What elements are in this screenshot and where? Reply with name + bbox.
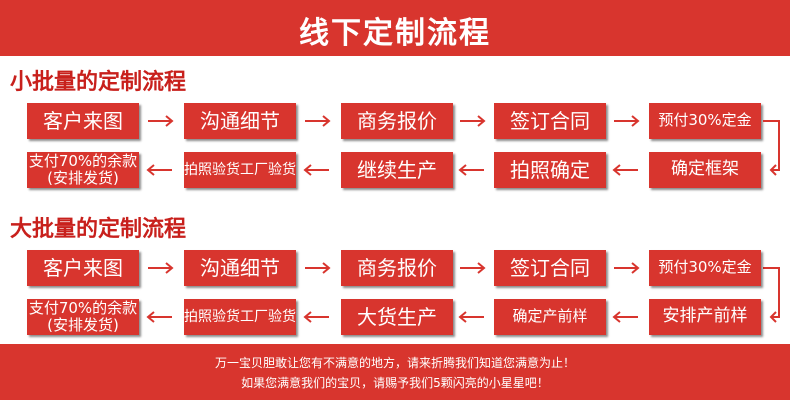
step-confirm-frame: 确定框架	[649, 152, 761, 188]
arrow-right-icon	[460, 115, 486, 127]
step-sign-contract: 签订合同	[494, 103, 606, 139]
footer-line-2: 如果您满意我们的宝贝，请赐予我们5颗闪亮的小星星吧！	[241, 376, 549, 390]
arrow-down-icon	[763, 267, 780, 323]
step-communicate-details: 沟通细节	[184, 103, 296, 139]
step-mass-production: 大货生产	[341, 299, 453, 335]
arrow-right-icon	[614, 115, 640, 127]
step-customer-drawing: 客户来图	[27, 103, 139, 139]
arrow-down-icon	[763, 120, 780, 176]
step-customer-drawing: 客户来图	[27, 250, 139, 286]
arrow-left-icon	[146, 164, 172, 176]
section-title-large-batch: 大批量的定制流程	[10, 217, 187, 242]
arrow-left-icon	[146, 311, 172, 323]
step-photo-inspection: 拍照验货工厂验货	[184, 152, 296, 188]
step-business-quote: 商务报价	[341, 103, 453, 139]
step-pay-balance-label: 支付70%的余款(安排发货)	[28, 298, 138, 334]
step-sign-contract: 签订合同	[494, 250, 606, 286]
arrow-right-icon	[460, 262, 486, 274]
step-communicate-details: 沟通细节	[184, 250, 296, 286]
header-banner: 线下定制流程	[0, 0, 790, 56]
arrow-left-icon	[612, 164, 638, 176]
arrow-right-icon	[148, 115, 174, 127]
step-photo-inspection-label: 拍照验货工厂验货	[184, 308, 296, 325]
step-business-quote: 商务报价	[341, 250, 453, 286]
step-photo-inspection-label: 拍照验货工厂验货	[184, 161, 296, 178]
arrow-left-icon	[612, 311, 638, 323]
step-photo-inspection: 拍照验货工厂验货	[184, 299, 296, 335]
step-pay-balance: 支付70%的余款(安排发货)	[27, 299, 139, 335]
step-arrange-pre-production-sample: 安排产前样	[649, 299, 761, 335]
arrow-right-icon	[305, 262, 331, 274]
arrow-right-icon	[148, 262, 174, 274]
arrow-right-icon	[614, 262, 640, 274]
page-title: 线下定制流程	[299, 16, 491, 51]
step-photo-confirm: 拍照确定	[494, 152, 606, 188]
step-pay-balance: 支付70%的余款(安排发货)	[27, 152, 139, 188]
step-pay-balance-label: 支付70%的余款(安排发货)	[28, 151, 138, 187]
arrow-left-icon	[303, 164, 329, 176]
footer-banner: 万一宝贝胆敢让您有不满意的地方，请来折腾我们知道您满意为止！ 如果您满意我们的宝…	[0, 344, 790, 400]
section-title-small-batch: 小批量的定制流程	[10, 70, 187, 95]
arrow-left-icon	[458, 164, 484, 176]
footer-line-1: 万一宝贝胆敢让您有不满意的地方，请来折腾我们知道您满意为止！	[214, 356, 575, 370]
arrow-left-icon	[458, 311, 484, 323]
step-prepay-deposit: 预付30%定金	[649, 250, 761, 286]
step-prepay-deposit: 预付30%定金	[649, 103, 761, 139]
step-confirm-pre-production-sample: 确定产前样	[494, 299, 606, 335]
step-continue-production: 继续生产	[341, 152, 453, 188]
arrow-left-icon	[303, 311, 329, 323]
arrow-right-icon	[305, 115, 331, 127]
